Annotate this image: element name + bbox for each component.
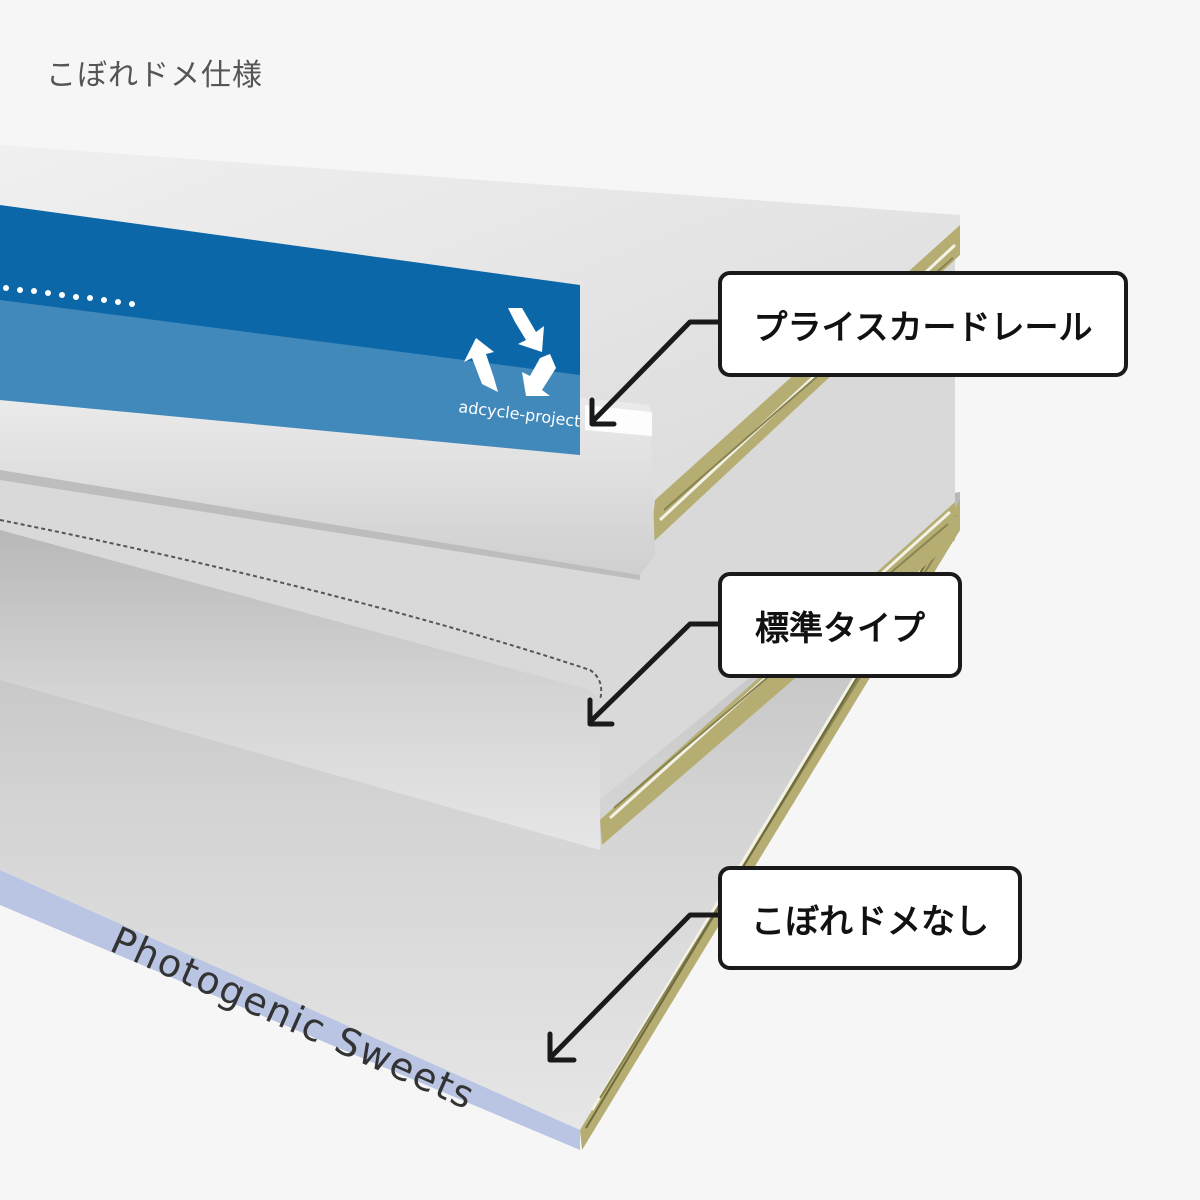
bottom-shelf-front-edge xyxy=(0,870,580,1150)
arrow-standard-type xyxy=(587,621,721,727)
arrow-no-spill-stopper xyxy=(547,912,721,1063)
middle-shelf-fold-line xyxy=(0,519,603,701)
recycle-icon xyxy=(464,308,556,396)
callout-price-card-rail: プライスカードレール xyxy=(718,271,1128,377)
arrow-price-card-rail xyxy=(589,319,721,427)
page-title: こぼれドメ仕様 xyxy=(46,58,263,93)
middle-shelf-lip xyxy=(0,530,600,850)
label-dot-row xyxy=(3,285,135,307)
callout-standard-type: 標準タイプ xyxy=(718,572,962,678)
callout-no-spill-stopper: こぼれドメなし xyxy=(718,866,1022,970)
price-card-label xyxy=(0,205,580,455)
